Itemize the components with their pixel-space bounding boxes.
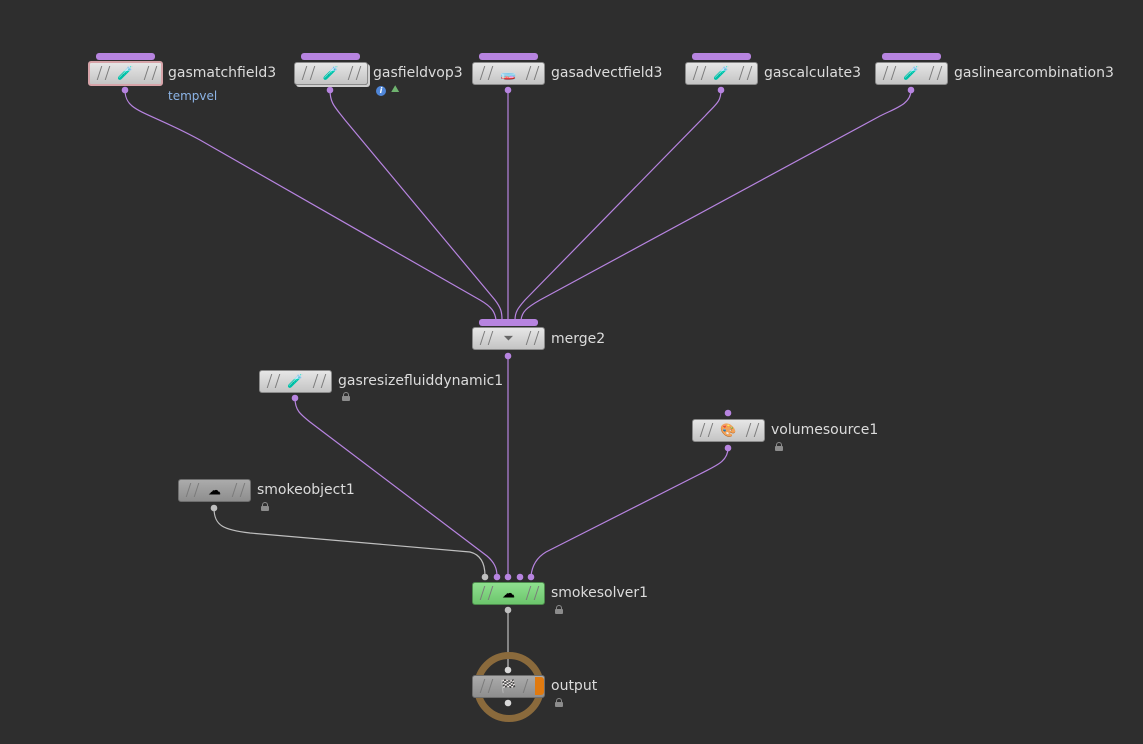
output-dot-gasresizefluiddynamic1[interactable]: [291, 394, 299, 402]
output-dot-volumesource1[interactable]: [724, 444, 732, 452]
gas-microsolver-icon: 🧪: [117, 66, 134, 81]
wire-gasfieldvop3-merge2[interactable]: [329, 89, 503, 321]
checkered-flag-icon: 🏁: [500, 679, 517, 694]
gas-microsolver-icon: 🧪: [287, 374, 304, 389]
node-smokesolver1[interactable]: ☁: [472, 582, 545, 605]
node-label[interactable]: gasadvectfield3: [551, 65, 663, 81]
lock-icon[interactable]: [342, 392, 350, 401]
bypass-flag-bar[interactable]: [479, 319, 538, 326]
lock-icon[interactable]: [555, 698, 563, 707]
output-dot-gasadvectfield3[interactable]: [504, 86, 512, 94]
output-dot-gaslinearcombination3[interactable]: [907, 86, 915, 94]
wire-smokeobject1-smokesolver1[interactable]: [213, 507, 486, 577]
vop-icon[interactable]: ⛰: [391, 84, 400, 95]
node-label[interactable]: smokesolver1: [551, 585, 649, 601]
output-dot-gasfieldvop3[interactable]: [326, 86, 334, 94]
smoke-object-icon: ☁: [208, 483, 221, 498]
input-dot-smokesolver1-2[interactable]: [493, 573, 501, 581]
output-dot-gasmatchfield3[interactable]: [121, 86, 129, 94]
bypass-flag-bar[interactable]: [301, 53, 360, 60]
node-label[interactable]: gasfieldvop3: [373, 65, 463, 81]
output-dot-merge2[interactable]: [504, 352, 512, 360]
output-dot-smokesolver1[interactable]: [504, 606, 512, 614]
node-label[interactable]: gasresizefluiddynamic1: [338, 373, 504, 389]
input-dot-smokesolver1-1[interactable]: [481, 573, 489, 581]
node-label[interactable]: output: [551, 678, 598, 694]
input-dot-smokesolver1-4[interactable]: [516, 573, 524, 581]
input-dot-volumesource1[interactable]: [724, 409, 732, 417]
node-volumesource1[interactable]: 🎨: [692, 419, 765, 442]
bypass-flag-bar[interactable]: [96, 53, 155, 60]
node-gasresizefluiddynamic1[interactable]: 🧪: [259, 370, 332, 393]
funnel-icon: ⏷: [503, 331, 514, 346]
node-label[interactable]: gaslinearcombination3: [954, 65, 1114, 81]
advect-icon: 🧫: [500, 66, 517, 81]
lock-icon[interactable]: [261, 502, 269, 511]
connectors: [121, 86, 915, 707]
gas-microsolver-icon: 🧪: [903, 66, 920, 81]
node-label[interactable]: merge2: [551, 331, 606, 347]
wire-gaslinearcombination3-merge2[interactable]: [520, 89, 912, 321]
lock-icon[interactable]: [555, 605, 563, 614]
input-dot-smokesolver1-3[interactable]: [504, 573, 512, 581]
volume-source-icon: 🎨: [720, 423, 737, 438]
wire-gascalculate3-merge2[interactable]: [514, 89, 722, 321]
info-icon[interactable]: i: [376, 86, 386, 96]
bypass-flag-bar[interactable]: [692, 53, 751, 60]
wire-volumesource1-smokesolver1[interactable]: [530, 447, 729, 577]
output-dot-gascalculate3[interactable]: [717, 86, 725, 94]
wire-gasresizefluiddynamic1-smokesolver1[interactable]: [294, 397, 498, 577]
bypass-flag-bar[interactable]: [479, 53, 538, 60]
smoke-solver-icon: ☁: [502, 586, 515, 601]
node-gascalculate3[interactable]: 🧪: [685, 62, 758, 85]
node-gasadvectfield3[interactable]: 🧫: [472, 62, 545, 85]
input-dot-smokesolver1-5[interactable]: [527, 573, 535, 581]
node-label[interactable]: gascalculate3: [764, 65, 861, 81]
display-flag[interactable]: [535, 677, 544, 695]
node-label[interactable]: volumesource1: [771, 422, 879, 438]
node-label[interactable]: gasmatchfield3: [168, 65, 277, 81]
node-label[interactable]: smokeobject1: [257, 482, 355, 498]
node-merge2[interactable]: ⏷: [472, 327, 545, 350]
node-gasfieldvop3[interactable]: 🧪: [294, 62, 368, 85]
wires: [124, 89, 912, 670]
wire-gasmatchfield3-merge2[interactable]: [124, 89, 497, 321]
node-output[interactable]: 🏁: [472, 675, 545, 698]
node-gaslinearcombination3[interactable]: 🧪: [875, 62, 948, 85]
output-dot-smokeobject1[interactable]: [210, 504, 218, 512]
gas-microsolver-icon: 🧪: [713, 66, 730, 81]
node-comment: tempvel: [168, 89, 218, 103]
node-smokeobject1[interactable]: ☁: [178, 479, 251, 502]
bypass-flag-bar[interactable]: [882, 53, 941, 60]
node-gasmatchfield3[interactable]: 🧪: [88, 61, 163, 86]
lock-icon[interactable]: [775, 442, 783, 451]
gas-microsolver-icon: 🧪: [322, 66, 340, 81]
